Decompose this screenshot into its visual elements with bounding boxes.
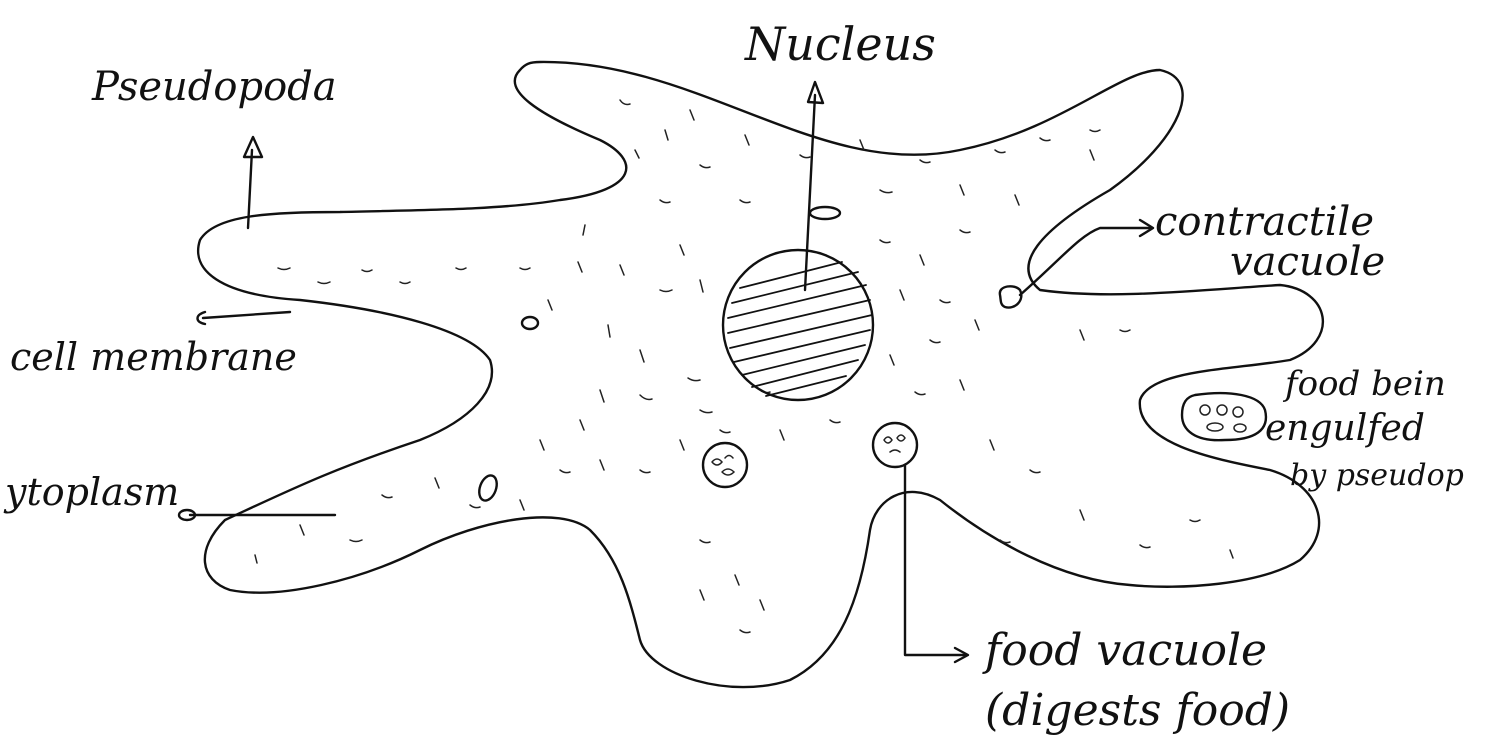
small-granules bbox=[478, 205, 842, 502]
food-vacuole-label-line1: food vacuole bbox=[982, 625, 1267, 676]
contractile-vacuole-label-line2: vacuole bbox=[1230, 239, 1385, 285]
cell-membrane-outline bbox=[197, 60, 1325, 689]
food-vacuole-left bbox=[701, 441, 749, 489]
pointer-lines bbox=[177, 80, 1155, 664]
cytoplasm-label: ytoplasm bbox=[3, 470, 179, 514]
cell-membrane-label: cell membrane bbox=[10, 335, 297, 379]
cytoplasm-granules bbox=[254, 99, 1234, 634]
nucleus-label: Nucleus bbox=[744, 17, 936, 71]
nucleus bbox=[721, 248, 875, 402]
contractile-vacuole-label-line1: contractile bbox=[1155, 199, 1374, 245]
cell-membrane-pointer bbox=[201, 310, 292, 320]
contractile-vacuole-pointer bbox=[1018, 226, 1152, 297]
food-vacuole-pointer bbox=[903, 463, 967, 657]
food-being-engulfed-label-line1: food bein bbox=[1282, 364, 1446, 404]
nucleus-pointer bbox=[803, 93, 817, 292]
contractile-vacuole bbox=[998, 285, 1023, 309]
food-particle-engulfed bbox=[1180, 391, 1268, 442]
food-vacuole-right bbox=[871, 421, 919, 469]
food-vacuole-label-line2: (digests food) bbox=[985, 685, 1290, 736]
pseudopoda-pointer bbox=[246, 148, 254, 230]
food-being-engulfed-label-line3: by pseudop bbox=[1290, 458, 1464, 493]
nucleus-hatching bbox=[727, 261, 873, 397]
food-being-engulfed-label-line2: engulfed bbox=[1265, 408, 1425, 449]
pseudopoda-label: Pseudopoda bbox=[91, 64, 337, 110]
